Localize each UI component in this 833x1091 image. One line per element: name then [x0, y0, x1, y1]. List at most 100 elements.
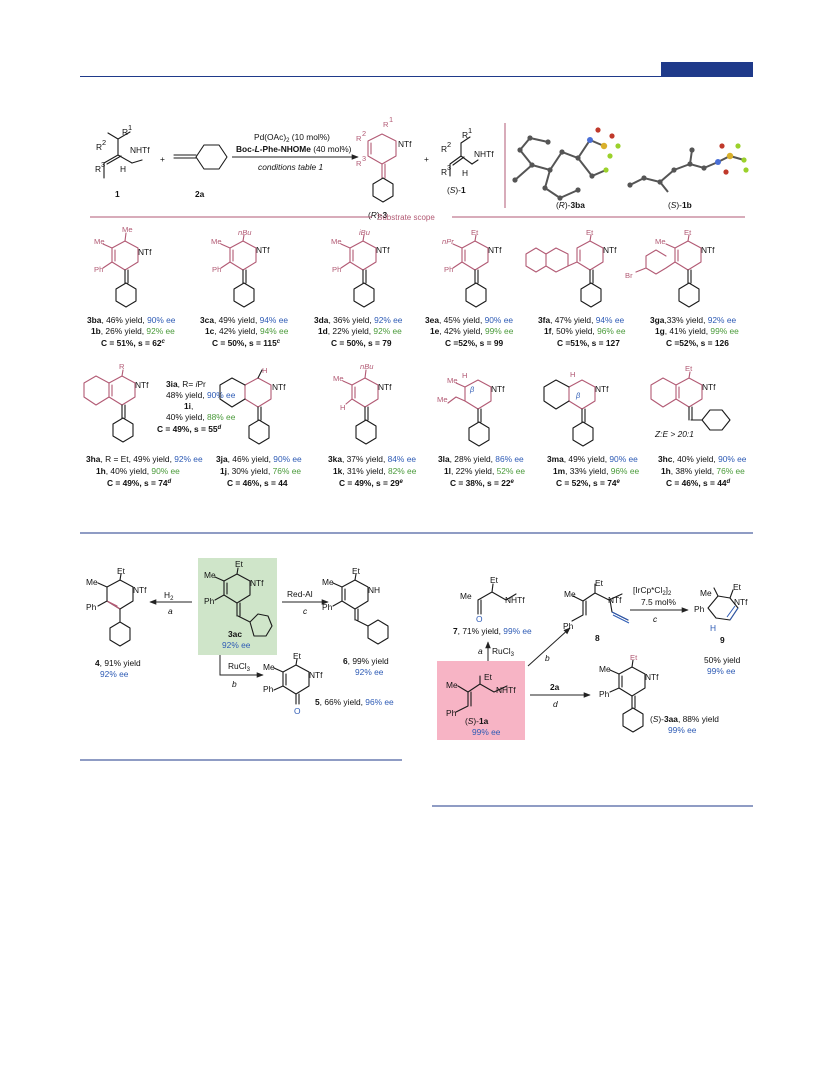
svg-text:H: H	[120, 164, 126, 174]
svg-text:R: R	[383, 120, 389, 129]
svg-text:NTf: NTf	[272, 382, 286, 392]
reactant-1-id: 1	[115, 189, 120, 199]
svg-text:R: R	[462, 130, 468, 140]
svg-text:H2: H2	[164, 590, 174, 602]
svg-text:NTf: NTf	[595, 384, 609, 394]
compound-9-yield: 50% yield	[704, 655, 741, 665]
compound-3ka: nBu Me H NTf	[333, 362, 392, 445]
svg-text:NHTf: NHTf	[130, 145, 150, 155]
svg-text:iBu: iBu	[359, 228, 371, 237]
svg-text:Et: Et	[293, 651, 302, 661]
caption-3ja-line3: C = 46%, s = 44	[227, 478, 288, 488]
svg-text:Me: Me	[94, 237, 105, 246]
svg-text:Me: Me	[263, 662, 275, 672]
compound-3hc: Et NTf Z:E > 20:1	[650, 364, 731, 439]
row2-captions: 3ha, R = Et, 49% yield, 92% ee 1h, 40% y…	[86, 454, 747, 488]
arrow-to-6: Red-Al c	[282, 589, 329, 616]
compound-7-yield: 7, 71% yield, 99% ee	[453, 626, 532, 636]
svg-text:Et: Et	[684, 228, 692, 237]
compound-3da: iBu Me Ph NTf	[331, 228, 390, 308]
svg-text:Et: Et	[490, 575, 499, 585]
svg-text:Me: Me	[122, 225, 133, 234]
svg-text:Ph: Ph	[332, 265, 341, 274]
note-3ia: 3ia, R= iPr 48% yield, 90% ee 1i, 40% yi…	[157, 379, 236, 434]
caption-3ca-line3: C = 50%, s = 115c	[212, 338, 281, 348]
svg-text:Me: Me	[204, 570, 216, 580]
r1-label: R	[122, 127, 128, 137]
arrow-to-9: [IrCp*Cl2]2 7.5 mol% c	[630, 585, 689, 624]
caption-3fa-line3: C =51%, s = 127	[557, 338, 620, 348]
svg-text:R: R	[96, 142, 102, 152]
caption-1m-line2: 1m, 33% yield, 96% ee	[553, 466, 639, 476]
header-accent-block	[661, 62, 753, 77]
xray-structure-3ba: (R)-3ba	[512, 127, 621, 210]
compound-6: Et Me Ph NH 6, 99% yield 92% ee	[322, 566, 389, 677]
svg-text:Et: Et	[352, 566, 361, 576]
plus-sign-2: +	[424, 154, 429, 164]
svg-text:Et: Et	[586, 228, 594, 237]
compound-9-id: 9	[720, 635, 725, 645]
compound-3ba: Me Me Ph NTf	[94, 225, 152, 308]
svg-text:b: b	[232, 679, 237, 689]
svg-text:nBu: nBu	[360, 362, 374, 371]
caption-3ka-line3: C = 49%, s = 29e	[339, 478, 404, 488]
caption-3la-line1: 3la, 28% yield, 86% ee	[438, 454, 524, 464]
recovered-S-1: R 1 R 2 R 3 H NHTf (S)-1	[441, 126, 494, 195]
svg-text:Ph: Ph	[446, 708, 457, 718]
svg-text:1: 1	[128, 123, 132, 132]
svg-text:Me: Me	[211, 237, 222, 246]
svg-text:NHTf: NHTf	[505, 595, 525, 605]
svg-text:Br: Br	[625, 271, 633, 280]
caption-1b-line2: 1b, 26% yield, 92% ee	[91, 326, 175, 336]
reactant-2a: 2a	[173, 144, 228, 199]
compound-5: Et Me Ph NTf O 5, 66% yield, 96% ee	[263, 651, 394, 716]
svg-text:NTf: NTf	[734, 597, 748, 607]
header-rule	[80, 76, 753, 77]
svg-text:NHTf: NHTf	[474, 149, 494, 159]
compound-3la: Me H β Me NTf	[437, 371, 505, 447]
caption-3ha-line3: C = 49%, s = 74d	[107, 478, 172, 488]
svg-text:Ph: Ph	[263, 684, 274, 694]
svg-text:3: 3	[447, 163, 451, 172]
svg-text:R: R	[441, 167, 447, 177]
svg-text:R: R	[356, 134, 362, 143]
compound-9: Et Me Ph NTf H 9 50% yield 99% ee	[694, 582, 748, 676]
row1-captions: 3ba, 46% yield, 90% ee 1b, 26% yield, 92…	[87, 315, 739, 348]
svg-text:NTf: NTf	[309, 670, 323, 680]
caption-1g-line2: 1g, 41% yield, 99% ee	[655, 326, 739, 336]
svg-text:a: a	[168, 606, 173, 616]
highlight-1a	[437, 661, 525, 740]
caption-3la-line3: C = 38%, s = 22e	[450, 478, 515, 488]
svg-text:nBu: nBu	[238, 228, 252, 237]
arrow-to-3aa: 2a d	[530, 682, 591, 709]
svg-text:Me: Me	[655, 237, 666, 246]
compound-S-1a: Et Me Ph NHTf (S)-1a 99% ee	[446, 672, 516, 737]
svg-text:Me: Me	[331, 237, 342, 246]
compound-1a-id: (S)-1a	[465, 716, 489, 726]
svg-text:H: H	[570, 370, 575, 379]
compound-3ma: H β NTf	[543, 370, 609, 447]
svg-text:NTf: NTf	[256, 245, 270, 255]
svg-text:2a: 2a	[550, 682, 560, 692]
xray-label-3ba: (R)-3ba	[556, 200, 585, 210]
caption-1h-line2: 1h, 40% yield, 90% ee	[96, 466, 180, 476]
svg-text:H: H	[710, 623, 716, 633]
caption-3hc-line1: 3hc, 40% yield, 90% ee	[658, 454, 747, 464]
compound-8: Et Me Ph NTf 8	[563, 578, 630, 643]
svg-text:NTf: NTf	[133, 585, 147, 595]
svg-text:H: H	[262, 366, 267, 375]
caption-1j-line2: 1j, 30% yield, 76% ee	[220, 466, 301, 476]
svg-text:NTf: NTf	[488, 245, 502, 255]
svg-text:RuCl3: RuCl3	[228, 661, 251, 673]
condition-ligand: Boc-L-Phe-NHOMe (40 mol%)	[236, 144, 352, 154]
svg-text:c: c	[303, 606, 308, 616]
caption-1l-line2: 1l, 22% yield, 52% ee	[444, 466, 525, 476]
svg-text:Me: Me	[447, 376, 458, 385]
svg-text:Ph: Ph	[444, 265, 453, 274]
compound-6-ee: 92% ee	[355, 667, 384, 677]
svg-text:R: R	[119, 362, 125, 371]
svg-text:β: β	[575, 391, 581, 400]
compound-7: Et Me O NHTf 7, 71% yield, 99% ee	[453, 575, 532, 636]
caption-3da-line1: 3da, 36% yield, 92% ee	[314, 315, 403, 325]
svg-text:7.5 mol%: 7.5 mol%	[641, 597, 676, 607]
